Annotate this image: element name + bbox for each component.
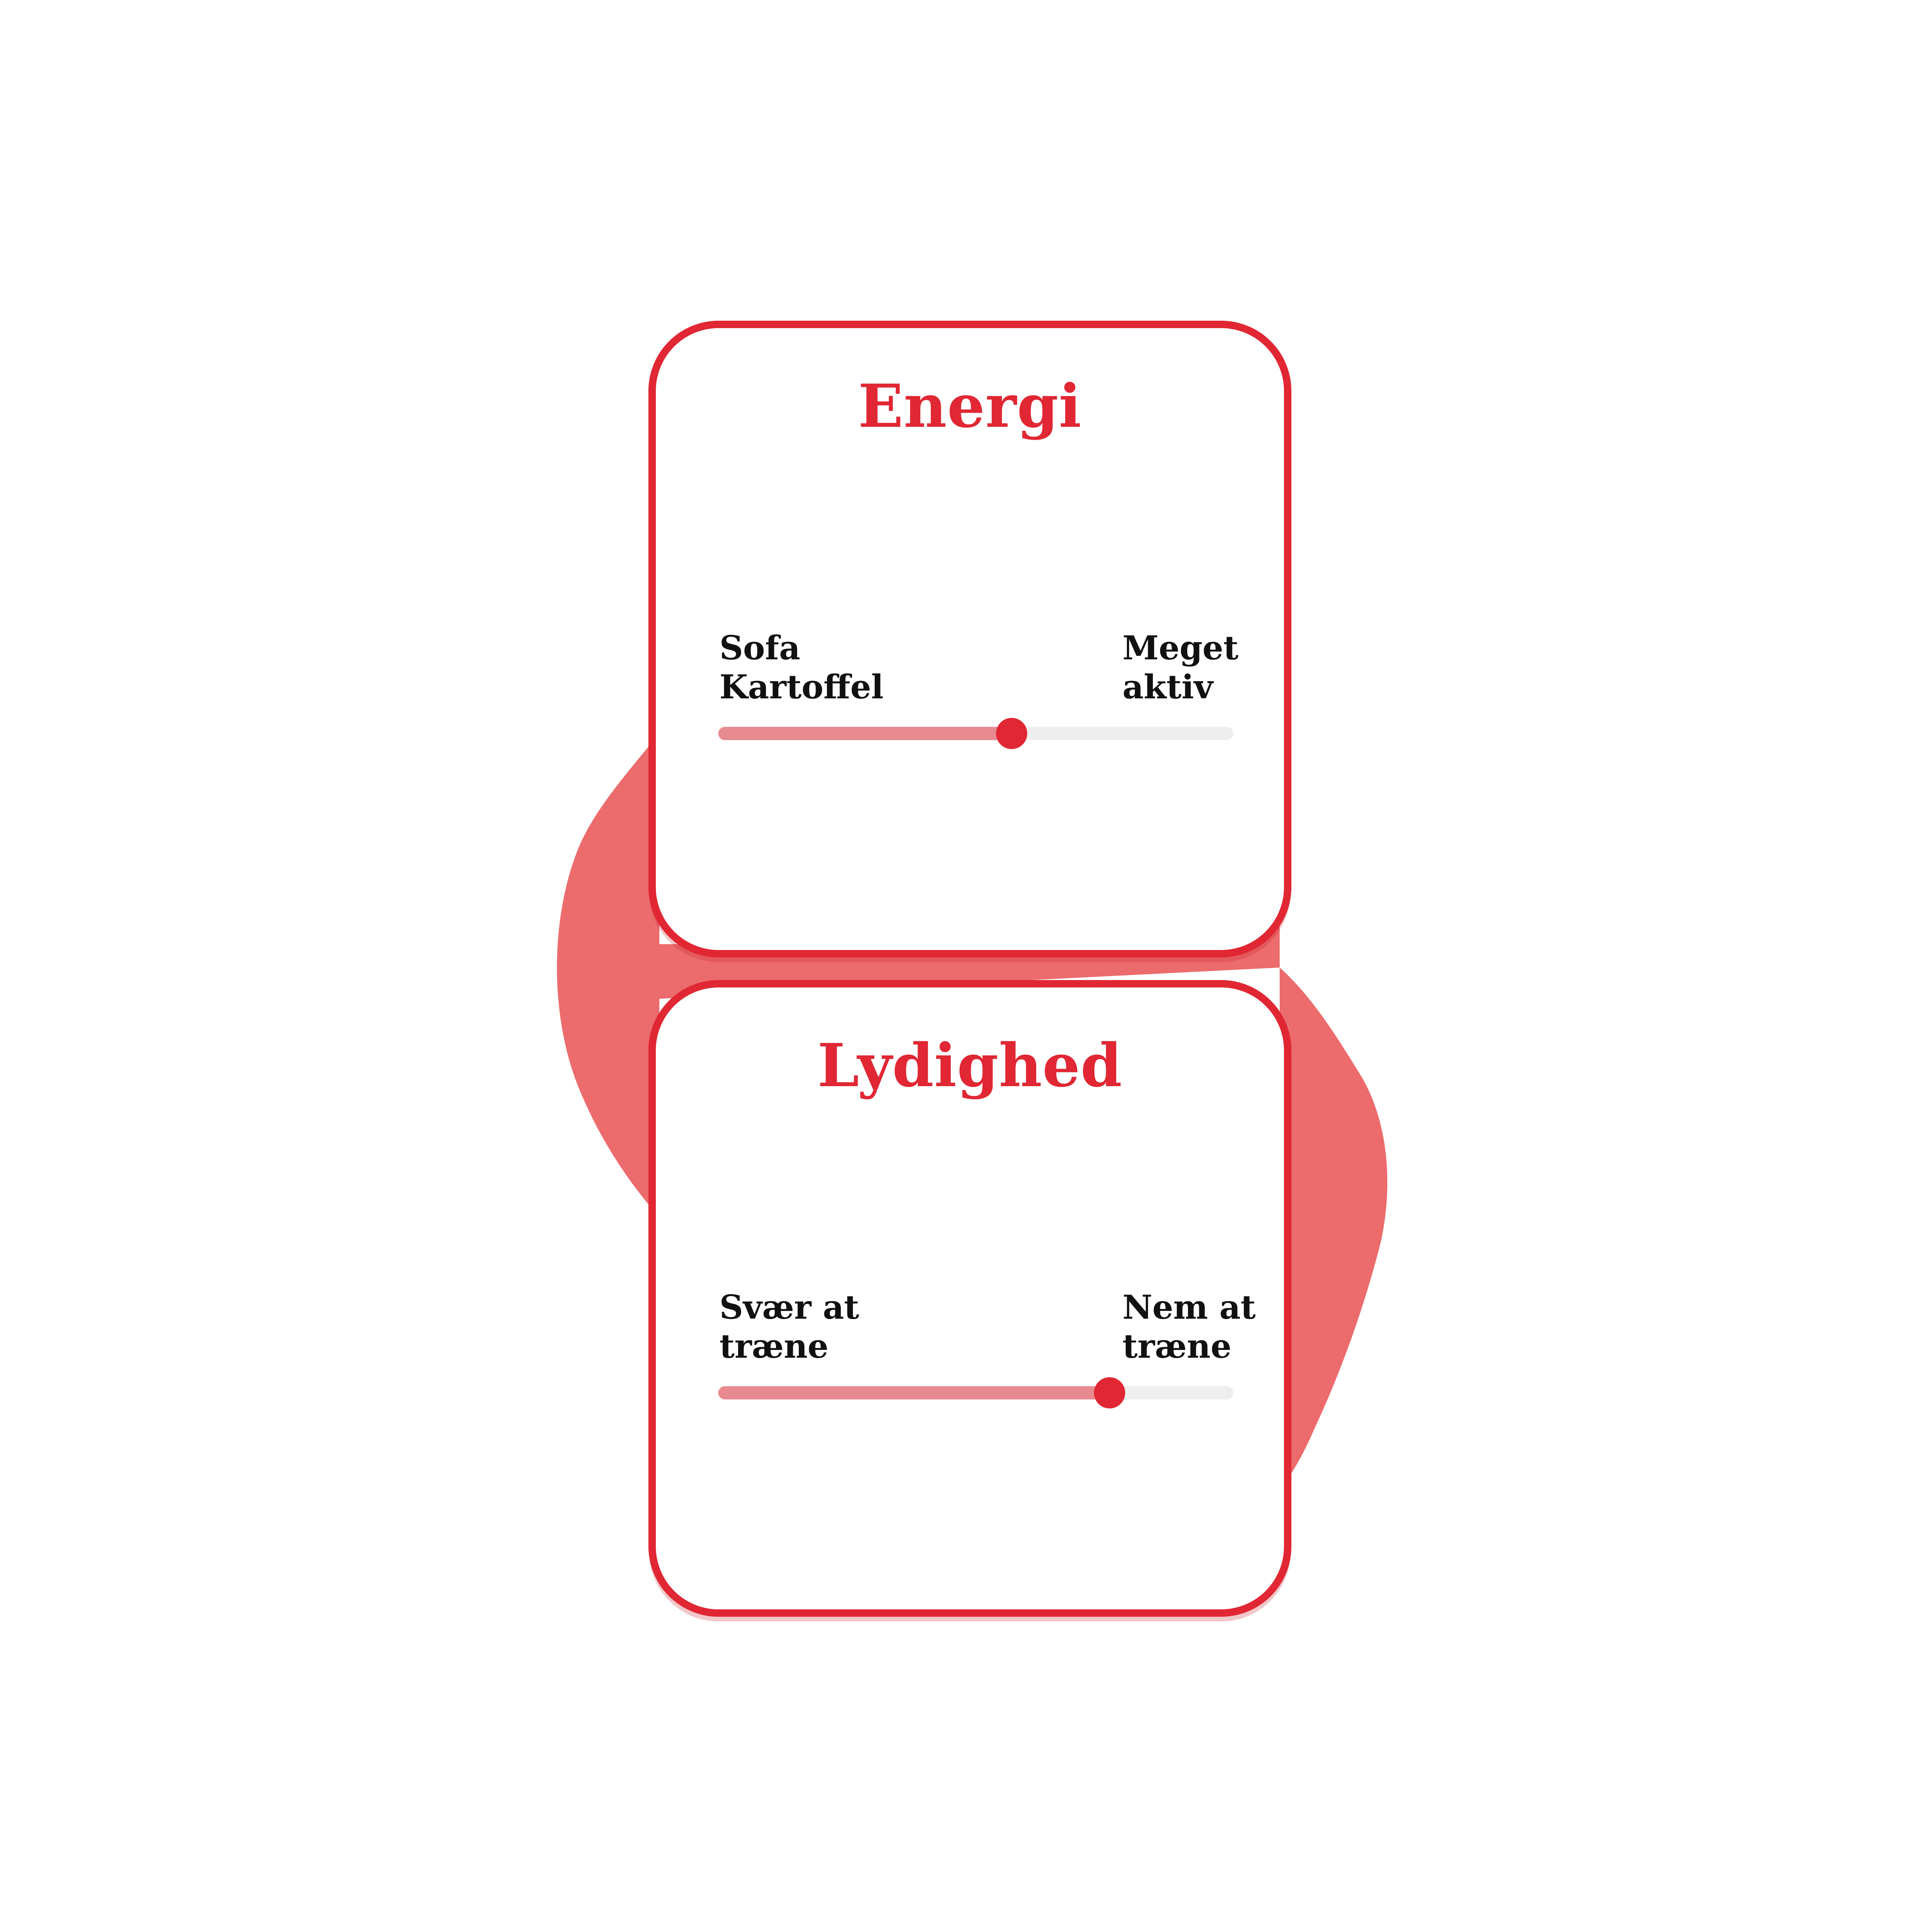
lydighed-max-label: Nem at træne <box>1122 1288 1256 1366</box>
energi-card: Energi Sofa Kartoffel Meget aktiv <box>648 321 1291 957</box>
energi-min-label: Sofa Kartoffel <box>719 629 884 706</box>
energi-slider-thumb[interactable] <box>996 718 1028 749</box>
lydighed-slider-thumb[interactable] <box>1094 1377 1126 1408</box>
lydighed-title: Lydighed <box>817 1030 1122 1100</box>
energi-slider-fill <box>718 727 1012 740</box>
energi-title: Energi <box>858 371 1082 441</box>
energi-slider[interactable] <box>718 718 1233 749</box>
lydighed-slider-fill <box>718 1386 1110 1399</box>
lydighed-slider[interactable] <box>718 1377 1233 1408</box>
energi-max-label: Meget aktiv <box>1122 629 1239 706</box>
lydighed-card: Lydighed Svær at træne Nem at træne <box>648 980 1291 1617</box>
lydighed-min-label: Svær at træne <box>719 1288 859 1366</box>
